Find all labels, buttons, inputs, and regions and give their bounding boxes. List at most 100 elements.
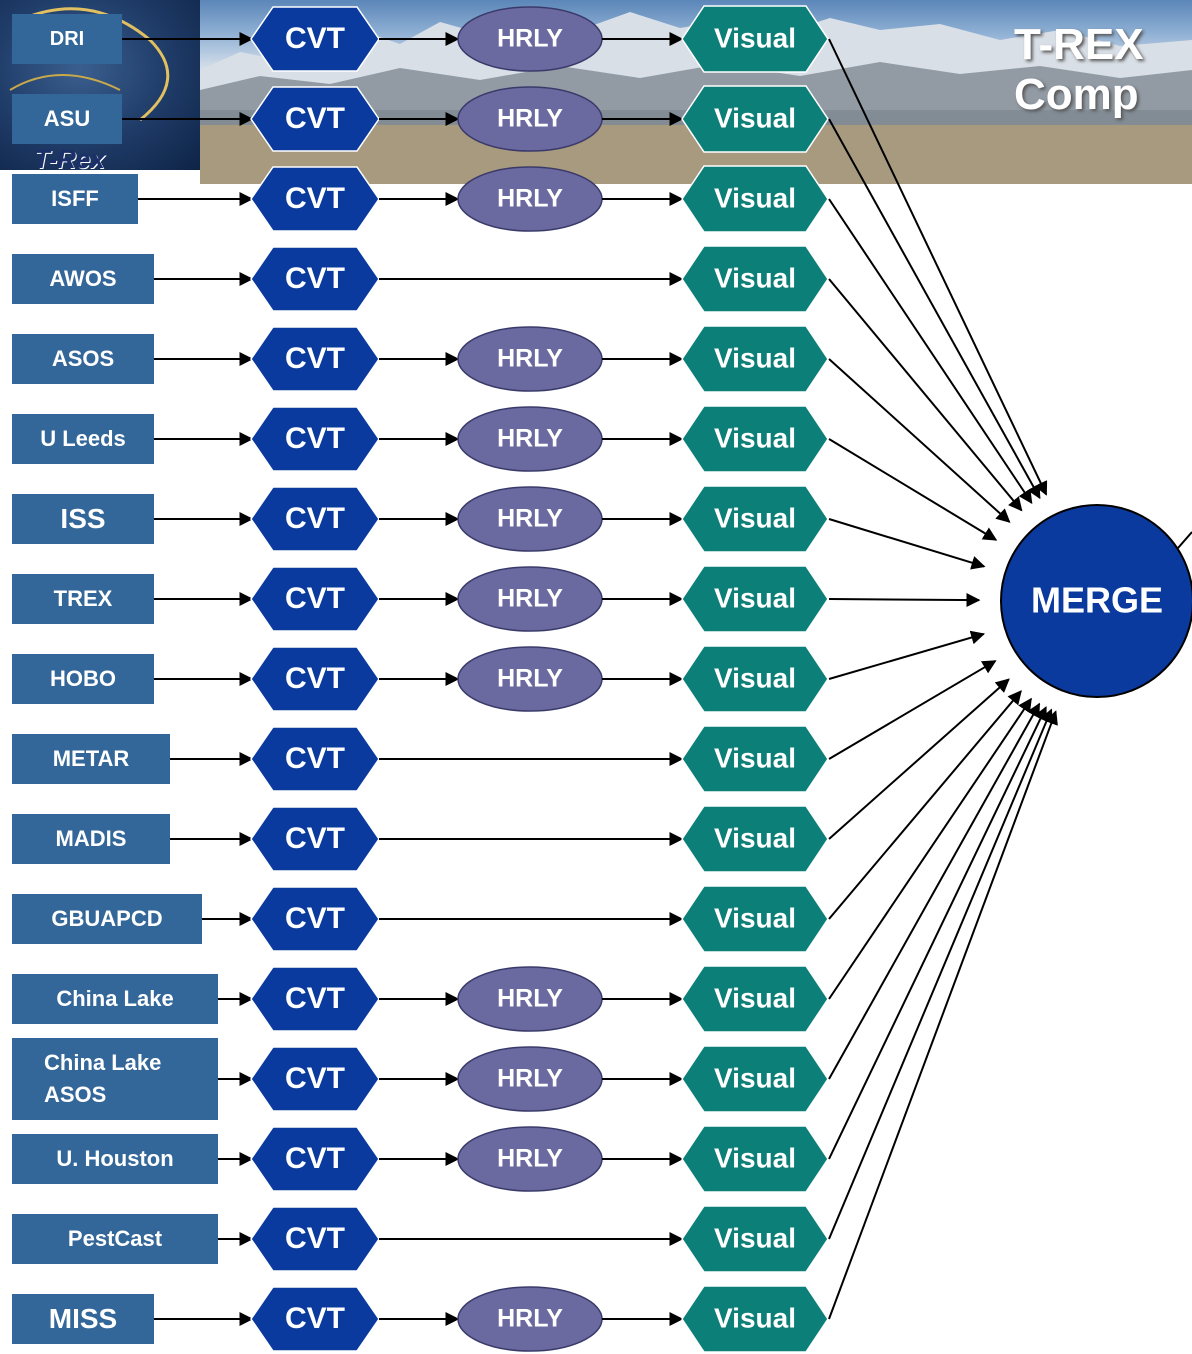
cvt-label: CVT (285, 902, 345, 935)
source-box-awos: AWOS (12, 254, 154, 304)
arrow-visual-to-merge (828, 697, 1032, 1000)
hrly-label: HRLY (497, 105, 563, 133)
visual-node (681, 5, 829, 73)
visual-label: Visual (714, 822, 796, 853)
source-box-china-lake: China Lake (12, 974, 218, 1024)
source-box-madis: MADIS (12, 814, 170, 864)
visual-label: Visual (714, 422, 796, 453)
visual-label: Visual (714, 1062, 796, 1093)
visual-node (681, 1125, 829, 1193)
visual-label: Visual (714, 742, 796, 773)
hrly-label: HRLY (497, 985, 563, 1013)
visual-node (681, 885, 829, 953)
hrly-label: HRLY (497, 185, 563, 213)
merge-node (1000, 504, 1192, 698)
visual-node (681, 805, 829, 873)
hrly-label: HRLY (497, 665, 563, 693)
visual-label: Visual (714, 902, 796, 933)
source-box-gbuapcd: GBUAPCD (12, 894, 202, 944)
source-box-china-lake-asos: China Lake ASOS (12, 1038, 218, 1120)
hrly-label: HRLY (497, 425, 563, 453)
hrly-label: HRLY (497, 345, 563, 373)
visual-label: Visual (714, 1142, 796, 1173)
source-box-isff: ISFF (12, 174, 138, 224)
cvt-label: CVT (285, 662, 345, 695)
visual-node (681, 485, 829, 553)
title-line-2: Comp (1014, 70, 1139, 119)
cvt-label: CVT (285, 422, 345, 455)
hrly-label: HRLY (497, 505, 563, 533)
visual-label: Visual (714, 182, 796, 213)
cvt-label: CVT (285, 1142, 345, 1175)
arrow-visual-to-merge (828, 706, 1047, 1160)
visual-label: Visual (714, 22, 796, 53)
cvt-label: CVT (285, 982, 345, 1015)
visual-label: Visual (714, 262, 796, 293)
arrow-visual-to-merge (828, 660, 997, 760)
arrow-visual-to-merge (828, 198, 1033, 504)
source-box-iss: ISS (12, 494, 154, 544)
arrow-visual-to-merge (828, 702, 1041, 1080)
hrly-label: HRLY (497, 1065, 563, 1093)
cvt-label: CVT (285, 742, 345, 775)
cvt-label: CVT (285, 1302, 345, 1335)
hrly-label: HRLY (497, 25, 563, 53)
source-box-u-houston: U. Houston (12, 1134, 218, 1184)
arrow-visual-to-merge (828, 678, 1010, 840)
arrow-visual-to-merge (828, 38, 1048, 496)
source-box-miss: MISS (12, 1294, 154, 1344)
arrow-visual-to-merge (828, 593, 981, 608)
logo-text: T-Rex (34, 144, 105, 170)
visual-node (681, 645, 829, 713)
visual-node (681, 965, 829, 1033)
title-line-1: T-REX (1014, 20, 1144, 69)
source-box-u-leeds: U Leeds (12, 414, 154, 464)
arrow-visual-to-merge (828, 630, 986, 680)
cvt-label: CVT (285, 582, 345, 615)
page-title: T-REX Comp (1014, 20, 1144, 120)
visual-label: Visual (714, 102, 796, 133)
visual-node (681, 1045, 829, 1113)
cvt-label: CVT (285, 342, 345, 375)
arrow-visual-to-merge (828, 690, 1022, 920)
visual-label: Visual (714, 1302, 796, 1333)
arrow-visual-to-merge (828, 710, 1058, 1320)
visual-label: Visual (714, 662, 796, 693)
visual-label: Visual (714, 502, 796, 533)
arrow-visual-to-merge (828, 518, 986, 570)
visual-node (681, 1285, 829, 1353)
visual-node (681, 165, 829, 233)
source-box-hobo: HOBO (12, 654, 154, 704)
cvt-label: CVT (285, 1222, 345, 1255)
cvt-label: CVT (285, 822, 345, 855)
source-box-asos: ASOS (12, 334, 154, 384)
source-box-trex: TREX (12, 574, 154, 624)
source-box-pestcast: PestCast (12, 1214, 218, 1264)
cvt-label: CVT (285, 102, 345, 135)
visual-label: Visual (714, 582, 796, 613)
cvt-label: CVT (285, 262, 345, 295)
visual-node (681, 565, 829, 633)
visual-node (681, 725, 829, 793)
merge-output-line (1177, 531, 1192, 549)
source-box-asu: ASU (12, 94, 122, 144)
arrow-visual-to-merge (828, 118, 1041, 500)
visual-label: Visual (714, 342, 796, 373)
cvt-label: CVT (285, 502, 345, 535)
visual-node (681, 85, 829, 153)
visual-node (681, 405, 829, 473)
arrow-visual-to-merge (828, 708, 1053, 1240)
arrow-visual-to-merge (828, 358, 1011, 523)
hrly-label: HRLY (497, 1305, 563, 1333)
visual-node (681, 325, 829, 393)
visual-node (681, 245, 829, 313)
visual-label: Visual (714, 982, 796, 1013)
visual-label: Visual (714, 1222, 796, 1253)
cvt-label: CVT (285, 182, 345, 215)
merge-label: MERGE (1031, 580, 1163, 621)
source-box-dri: DRI (12, 14, 122, 64)
hrly-label: HRLY (497, 585, 563, 613)
arrow-visual-to-merge (828, 278, 1023, 512)
